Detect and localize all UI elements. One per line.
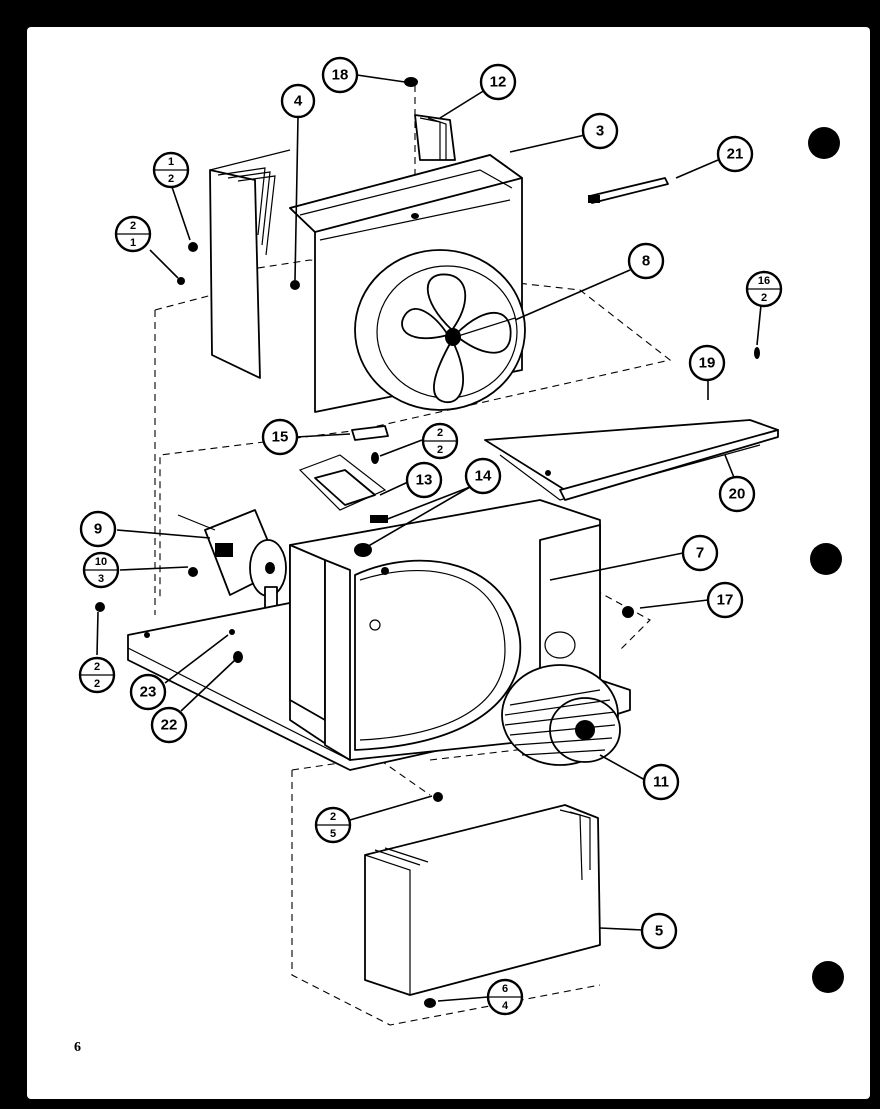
callout-14: 14: [464, 457, 502, 495]
svg-text:18: 18: [332, 67, 349, 84]
svg-text:3: 3: [98, 573, 104, 585]
coil-part-12: [404, 77, 456, 161]
svg-text:9: 9: [94, 521, 102, 538]
callout-23: 23: [129, 673, 167, 711]
svg-text:15: 15: [272, 429, 289, 446]
fraction-callout-1-2: 12: [152, 151, 190, 189]
bracket-part-13: [298, 452, 388, 523]
svg-text:17: 17: [717, 592, 734, 609]
callout-4: 4: [280, 83, 316, 119]
fraction-callout-2-1: 21: [114, 215, 152, 253]
fraction-callout-10-3: 103: [82, 551, 120, 589]
svg-text:12: 12: [490, 74, 507, 91]
callout-3: 3: [581, 112, 619, 150]
fraction-callout-2-5: 25: [314, 806, 352, 844]
svg-text:14: 14: [475, 468, 492, 485]
svg-text:5: 5: [330, 828, 336, 840]
svg-text:23: 23: [140, 684, 157, 701]
svg-text:2: 2: [94, 678, 100, 690]
svg-text:21: 21: [727, 146, 744, 163]
callout-17: 17: [706, 581, 744, 619]
callout-21: 21: [716, 135, 754, 173]
fraction-callout-2-2-lower: 22: [78, 656, 116, 694]
page-number: 6: [74, 1040, 81, 1055]
svg-text:1: 1: [130, 237, 136, 249]
svg-text:13: 13: [416, 472, 433, 489]
svg-text:16: 16: [758, 275, 770, 287]
svg-text:22: 22: [161, 717, 178, 734]
evaporator-coil-part: [364, 792, 601, 1008]
callout-20: 20: [718, 475, 756, 513]
callout-13: 13: [405, 461, 443, 499]
fan-blade-part: [401, 273, 516, 403]
svg-text:2: 2: [168, 173, 174, 185]
callout-22: 22: [150, 706, 188, 744]
binding-hole-top: [808, 127, 840, 159]
fraction-callout-16-2: 162: [745, 270, 783, 308]
svg-text:4: 4: [502, 1000, 509, 1012]
svg-text:3: 3: [596, 123, 604, 140]
rod-part-21: [588, 177, 669, 204]
svg-text:5: 5: [655, 923, 663, 940]
svg-text:2: 2: [761, 292, 767, 304]
svg-text:2: 2: [94, 661, 100, 673]
svg-text:7: 7: [696, 545, 704, 562]
assembly-outline-upper: [154, 259, 672, 615]
blower-wheel-part: [501, 664, 621, 766]
leader-lines: [96, 74, 762, 1002]
callout-15: 15: [261, 418, 299, 456]
svg-text:10: 10: [95, 556, 107, 568]
callout-9: 9: [79, 510, 117, 548]
fraction-callout-2-2-upper: 22: [421, 422, 459, 460]
fan-housing-part: [289, 154, 526, 413]
svg-text:2: 2: [437, 444, 443, 456]
svg-text:1: 1: [168, 156, 174, 168]
binding-hole-middle: [810, 543, 842, 575]
bracket-part-15: [351, 425, 389, 441]
motor-part: [177, 509, 287, 618]
callout-19: 19: [688, 344, 726, 382]
top-panel-part: [484, 347, 779, 501]
callout-11: 11: [642, 763, 680, 801]
svg-text:6: 6: [502, 983, 508, 995]
svg-text:2: 2: [130, 220, 136, 232]
callout-12: 12: [479, 63, 517, 101]
condenser-coil-part: [177, 149, 300, 379]
assembly-outline-right: [594, 589, 651, 651]
callout-18: 18: [321, 56, 359, 94]
callout-7: 7: [681, 534, 719, 572]
callout-8: 8: [627, 242, 665, 280]
svg-text:19: 19: [699, 355, 716, 372]
svg-text:4: 4: [294, 93, 303, 110]
binding-hole-bottom: [812, 961, 844, 993]
svg-text:2: 2: [330, 811, 336, 823]
fraction-callout-6-4: 64: [486, 978, 524, 1016]
svg-text:8: 8: [642, 253, 650, 270]
svg-text:20: 20: [729, 486, 746, 503]
callout-5: 5: [640, 912, 678, 950]
svg-text:11: 11: [653, 774, 669, 791]
svg-text:2: 2: [437, 427, 443, 439]
